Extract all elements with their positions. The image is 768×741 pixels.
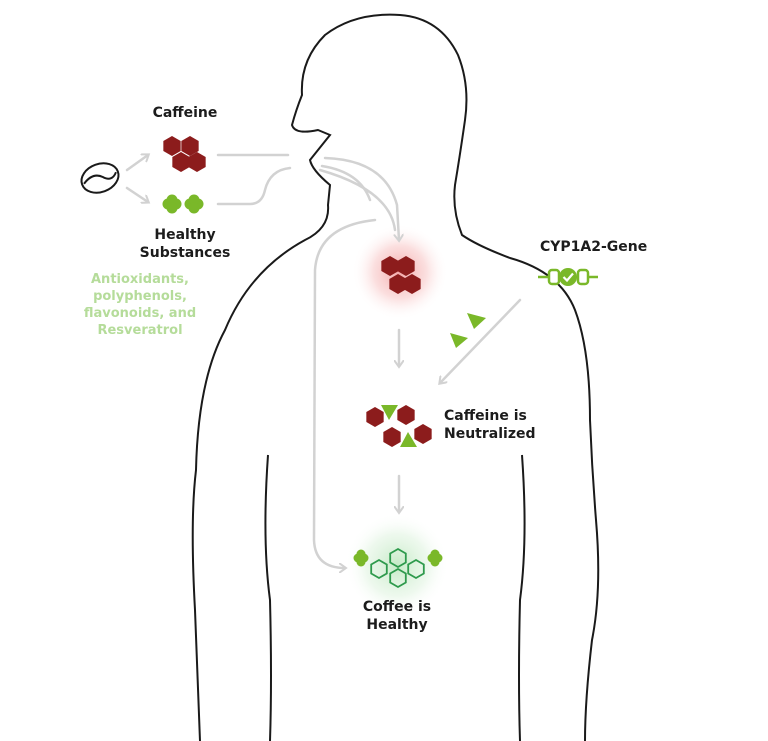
caffeine-neutralized-label: Caffeine is Neutralized	[444, 407, 564, 443]
gene-check-icon	[538, 268, 598, 286]
coffee-bean-icon	[80, 162, 120, 194]
enzyme-triangle-icon	[450, 313, 486, 348]
arrow-bean-to-healthy	[125, 186, 148, 202]
healthy-label-line1: Healthy	[154, 227, 216, 243]
flow-arrows	[125, 155, 522, 568]
benzene-ring-icon	[370, 558, 388, 580]
enzyme-triangle-icon	[400, 432, 417, 447]
caffeine-label: Caffeine	[152, 105, 218, 121]
antioxidants-line1: Antioxidants,	[91, 272, 189, 287]
arrow-mouth-side-1	[320, 164, 372, 202]
benzene-ring-icon	[389, 567, 407, 589]
neutralized-line1: Caffeine is	[444, 408, 527, 424]
arrow-bean-to-caffeine	[125, 155, 148, 172]
coffee-healthy-line1: Coffee is	[362, 599, 432, 615]
arrow-mouth-to-stomach	[323, 156, 399, 240]
antioxidants-line2: polyphenols,	[93, 289, 187, 304]
right-arm-inner-line	[518, 454, 526, 741]
enzyme-triangle-icon	[381, 405, 398, 420]
caffeine-molecule-icon	[163, 136, 206, 172]
neutralized-line2: Neutralized	[444, 426, 536, 442]
healthy-label-line2: Substances	[139, 245, 231, 261]
arrow-gene-to-neutral	[440, 298, 522, 383]
healthy-substances-label: Healthy Substances	[120, 226, 250, 262]
neutralized-cluster	[366, 405, 432, 447]
antioxidants-line3: flavonoids, and	[83, 306, 197, 321]
coffee-healthy-line2: Healthy	[366, 617, 428, 633]
antioxidants-line4: Resveratrol	[97, 323, 183, 338]
healthy-coffee-cluster	[370, 547, 425, 589]
body-outline	[191, 13, 600, 741]
coffee-healthy-label: Coffee is Healthy	[347, 598, 447, 634]
left-arm-inner-line	[264, 454, 272, 741]
healthy-substance-icon	[353, 549, 443, 567]
benzene-ring-icon	[407, 558, 425, 580]
arrow-healthy-bypass	[312, 218, 377, 568]
healthy-substance-icon	[162, 194, 204, 214]
arrow-healthy-to-mouth	[216, 166, 292, 206]
gene-label: CYP1A2-Gene	[540, 239, 648, 255]
benzene-ring-icon	[389, 547, 407, 569]
healthy-glow	[345, 513, 449, 617]
antioxidants-label: Antioxidants, polyphenols, flavonoids, a…	[70, 271, 210, 339]
arrow-mouth-side-2	[318, 168, 397, 232]
